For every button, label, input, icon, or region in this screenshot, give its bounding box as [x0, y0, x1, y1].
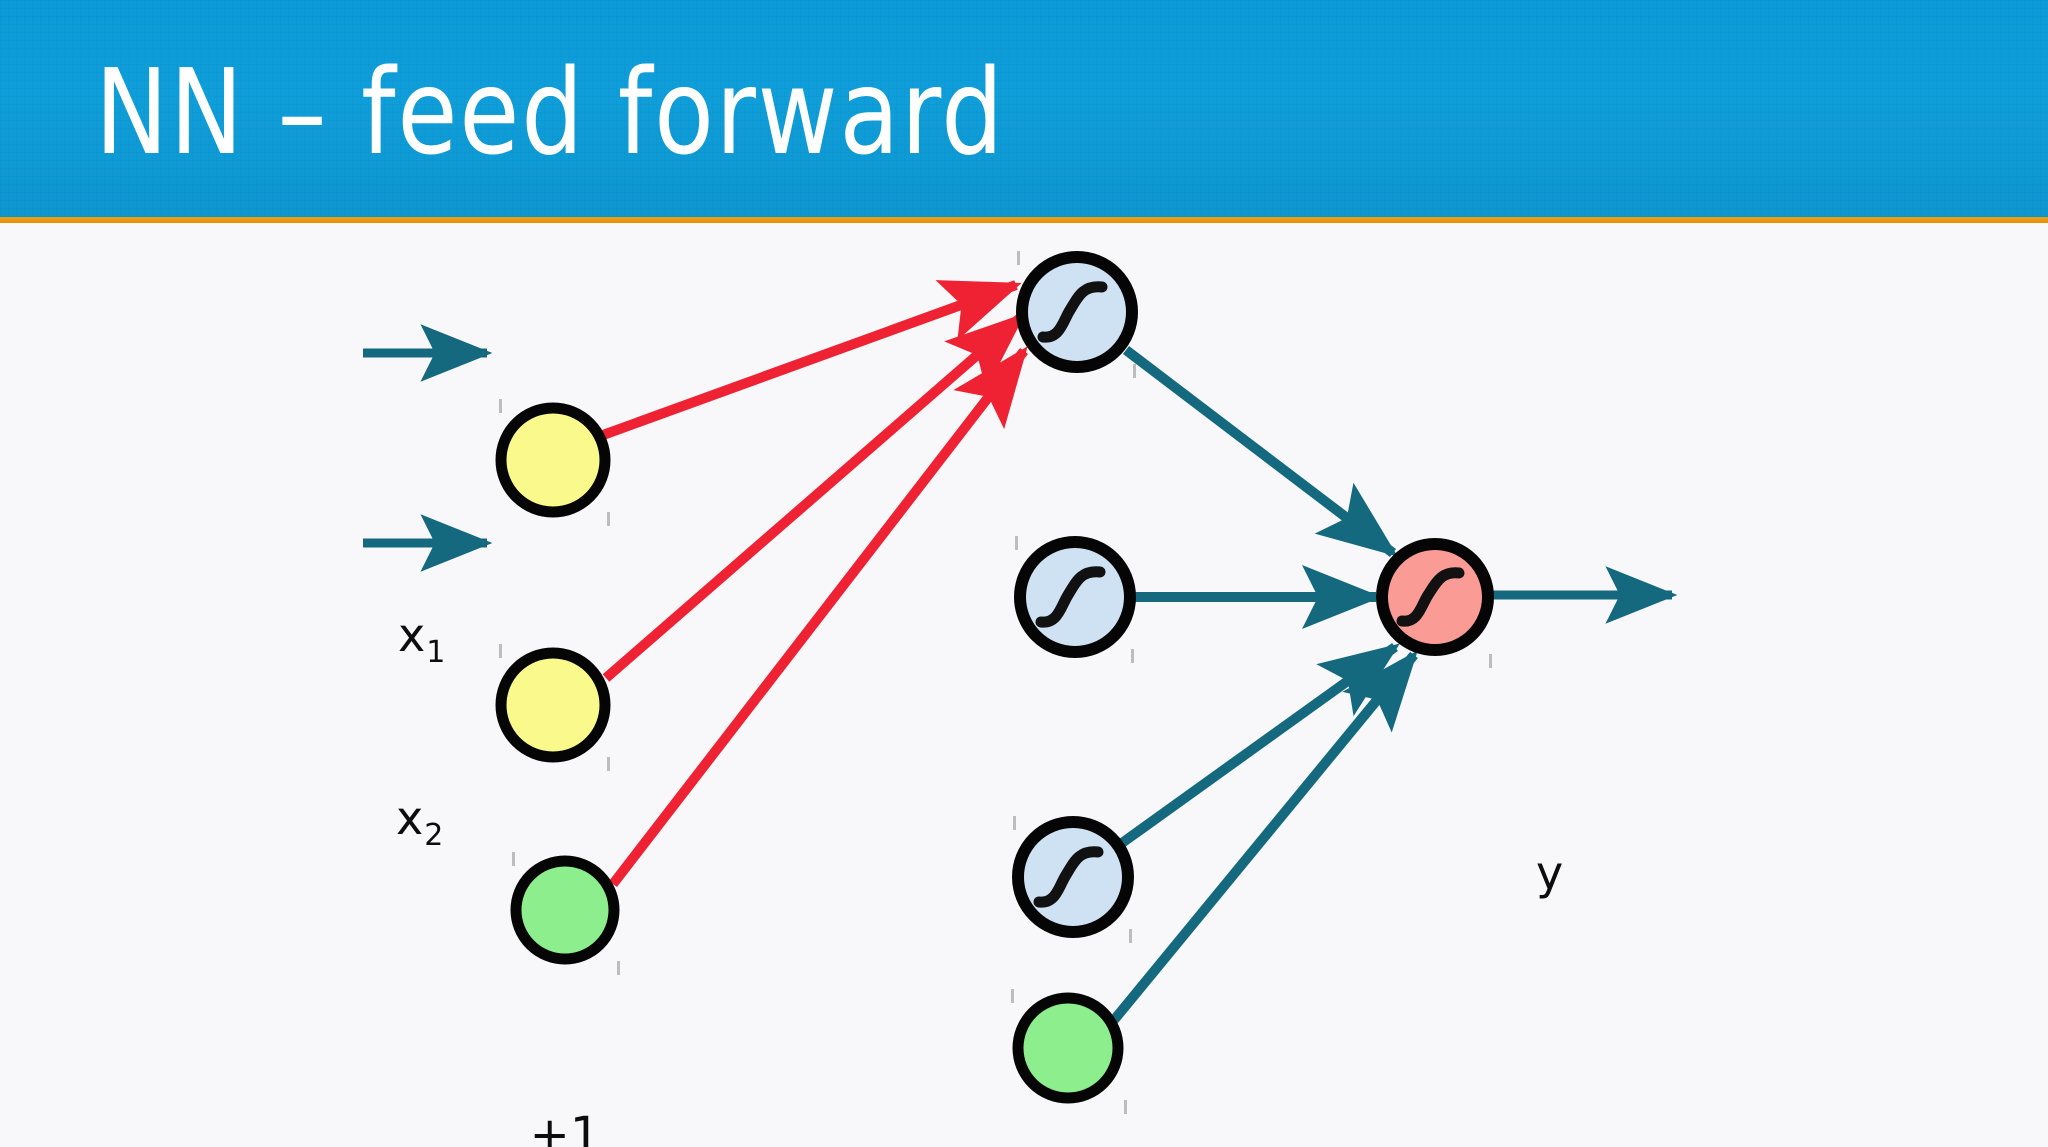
edge-hidden1-output [1122, 346, 1398, 557]
sigmoid-icon [1035, 566, 1106, 628]
input-label-x1-base: x [398, 608, 426, 662]
input-label-x2: x2 [396, 795, 443, 851]
slide-header-bar [0, 0, 2048, 217]
input-label-x2-base: x [396, 791, 424, 845]
edge-hidden3-output [1119, 642, 1400, 848]
input-label-x2-subscript: 2 [424, 817, 444, 853]
node-output-1[interactable] [1376, 538, 1494, 656]
node-hidden-2[interactable] [1014, 536, 1136, 658]
edge-input1-hidden1 [601, 280, 1022, 440]
input-label-x1: x1 [398, 612, 445, 668]
header-accent-rule [0, 217, 2048, 223]
network-diagram: x1 x2 y +1 +1 [0, 223, 2048, 1147]
node-bias-2[interactable] [1012, 992, 1124, 1104]
node-hidden-3[interactable] [1012, 816, 1134, 938]
node-hidden-1[interactable] [1016, 251, 1138, 373]
input-label-x1-subscript: 1 [426, 634, 446, 670]
node-input-1[interactable] [495, 402, 611, 518]
node-bias-1[interactable] [510, 855, 620, 965]
page-title: NN – feed forward [95, 43, 1005, 181]
edge-input2-hidden1 [602, 313, 1026, 682]
edge-bias1-hidden1 [609, 346, 1028, 888]
edge-group-hidden-output [1110, 346, 1418, 1024]
sigmoid-icon [1396, 567, 1465, 627]
node-input-2[interactable] [495, 647, 611, 763]
edge-group-inputs [363, 324, 493, 572]
output-label-y: y [1536, 846, 1564, 900]
network-svg [363, 251, 1678, 1114]
edge-group-red [601, 280, 1028, 888]
edge-bias2-output [1110, 650, 1418, 1024]
sigmoid-icon [1037, 281, 1108, 343]
selection-handle-ticks [499, 251, 1492, 1114]
sigmoid-icon [1033, 846, 1104, 908]
